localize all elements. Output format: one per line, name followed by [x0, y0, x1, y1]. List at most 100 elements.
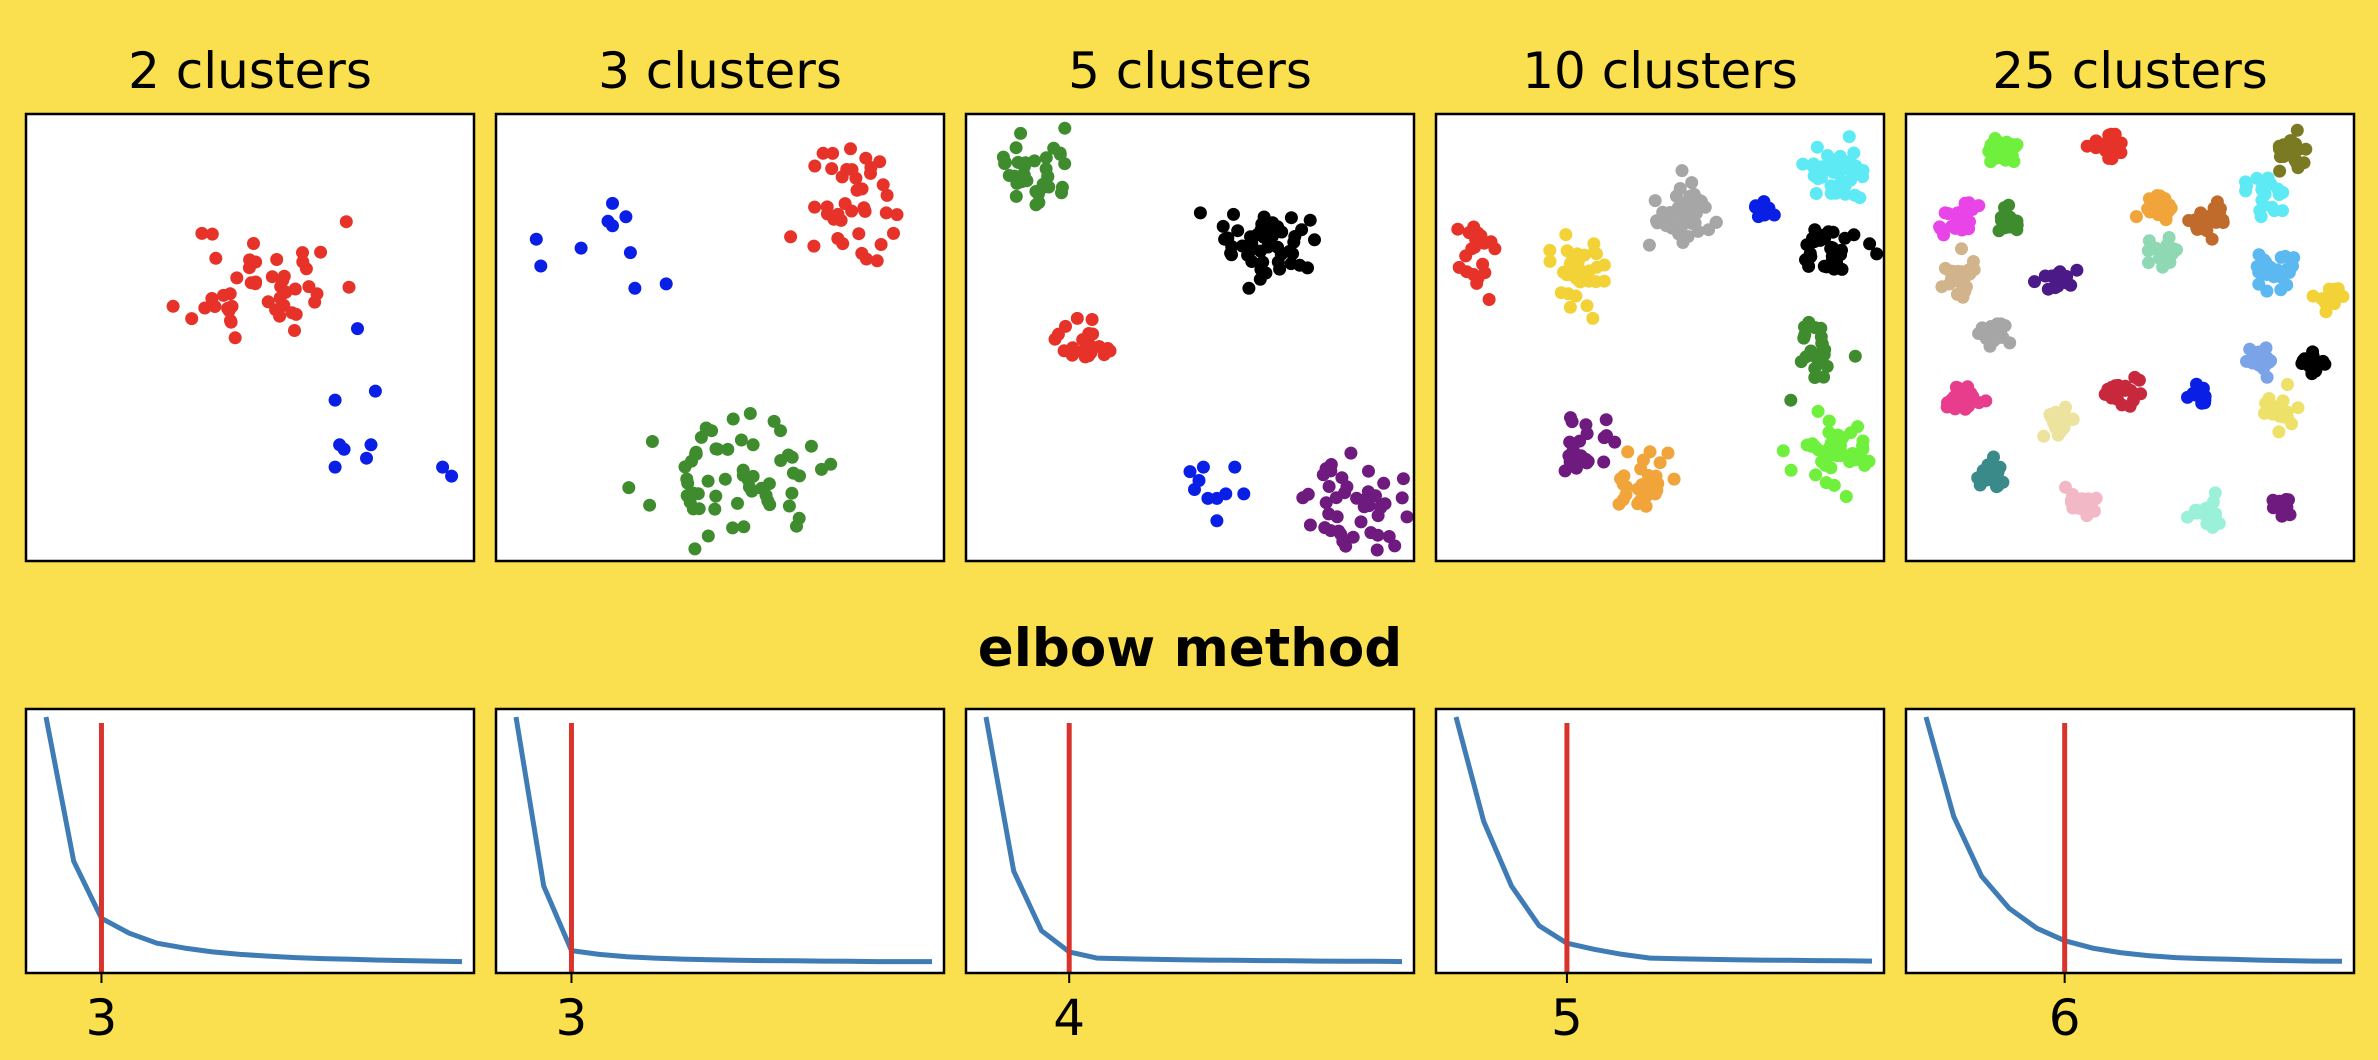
data-point-cluster-7	[1804, 344, 1818, 358]
data-point-cluster-6	[1808, 223, 1822, 237]
scatter-points	[1933, 123, 2350, 534]
data-point-cluster-3	[1675, 164, 1689, 178]
data-point-cluster-2	[1242, 281, 1256, 295]
plot-area	[26, 709, 474, 973]
data-point-cluster-3	[1059, 319, 1072, 333]
data-point-cluster-5	[2007, 213, 2021, 227]
data-point-cluster-9	[1955, 242, 1968, 256]
data-point-cluster-2	[1224, 246, 1238, 260]
data-point-cluster-10	[1800, 438, 1814, 452]
data-point-cluster-5	[1329, 491, 1343, 505]
data-point-cluster-3	[2290, 123, 2304, 137]
data-point-cluster-23	[2069, 496, 2082, 509]
data-point-cluster-9	[1966, 255, 1980, 268]
data-point-cluster-5	[1354, 515, 1368, 529]
data-point-cluster-2	[445, 469, 459, 483]
elbow-curve	[983, 716, 1403, 965]
data-point-cluster-2	[659, 277, 673, 291]
data-point-cluster-18	[2128, 370, 2142, 384]
scatter-points	[529, 142, 904, 556]
data-point-cluster-20	[2259, 396, 2273, 410]
scatter-panel-3	[964, 112, 1416, 563]
data-point-cluster-2	[2102, 128, 2116, 142]
data-point-cluster-1	[265, 270, 279, 284]
data-point-cluster-9	[1956, 277, 1970, 291]
data-point-cluster-7	[1797, 331, 1811, 345]
x-tick-label: 5	[1551, 989, 1583, 1047]
data-point-cluster-9	[1636, 481, 1650, 495]
data-point-cluster-9	[1955, 265, 1969, 279]
data-point-cluster-2	[1293, 258, 1307, 272]
data-point-cluster-6	[1825, 249, 1839, 263]
data-point-cluster-2	[1597, 258, 1611, 272]
data-point-cluster-3	[1065, 348, 1079, 362]
data-point-cluster-1	[1459, 249, 1473, 263]
data-point-cluster-7	[2216, 216, 2230, 229]
data-point-cluster-3	[1670, 204, 1684, 218]
panel-title-2: 3 clusters	[598, 42, 842, 100]
data-point-cluster-7	[2197, 222, 2211, 236]
data-point-cluster-2	[1221, 231, 1235, 245]
panel-frame	[1904, 112, 2356, 563]
data-point-cluster-12	[2271, 263, 2284, 277]
data-point-cluster-1	[1999, 153, 2013, 167]
data-point-cluster-12	[2287, 251, 2301, 265]
data-point-cluster-5	[1844, 165, 1858, 179]
data-point-cluster-2	[1587, 237, 1601, 251]
data-point-cluster-1	[845, 163, 859, 177]
data-point-cluster-10	[2053, 265, 2067, 279]
data-point-cluster-2	[1241, 247, 1255, 261]
data-point-cluster-1	[1055, 180, 1069, 194]
data-point-cluster-5	[1334, 527, 1348, 541]
data-point-cluster-11	[2149, 241, 2163, 255]
data-point-cluster-5	[1357, 500, 1371, 514]
data-point-cluster-5	[1994, 210, 2008, 224]
data-point-cluster-2	[529, 232, 543, 246]
data-point-cluster-7	[1848, 349, 1862, 363]
data-point-cluster-1	[852, 227, 866, 241]
data-point-cluster-3	[726, 412, 740, 426]
data-point-cluster-3	[731, 496, 744, 510]
data-point-cluster-6	[2159, 207, 2172, 221]
data-point-cluster-1	[879, 206, 893, 220]
data-point-cluster-23	[2080, 509, 2094, 523]
scatter-panel-4	[1434, 112, 1886, 563]
data-point-cluster-10	[1839, 490, 1853, 503]
data-point-cluster-17	[1949, 380, 1963, 394]
data-point-cluster-7	[2205, 232, 2219, 246]
data-point-cluster-3	[762, 477, 776, 491]
data-point-cluster-1	[826, 146, 840, 160]
data-point-cluster-2	[364, 438, 378, 452]
data-point-cluster-15	[2257, 362, 2270, 376]
data-point-cluster-3	[767, 414, 781, 428]
data-point-cluster-4	[1972, 199, 1986, 213]
data-point-cluster-21	[2058, 418, 2071, 432]
data-point-cluster-1	[1469, 229, 1483, 243]
data-point-cluster-1	[836, 237, 850, 251]
data-point-cluster-14	[1979, 332, 1993, 345]
data-point-cluster-2	[1580, 299, 1594, 313]
data-point-cluster-8	[2253, 204, 2267, 218]
data-point-cluster-1	[296, 246, 309, 260]
data-point-cluster-1	[996, 150, 1010, 164]
data-point-cluster-7	[1808, 362, 1822, 375]
scatter-points	[1451, 130, 1884, 513]
data-point-cluster-5	[1322, 507, 1336, 521]
data-point-cluster-5	[1324, 464, 1338, 478]
data-point-cluster-3	[721, 442, 735, 456]
data-point-cluster-3	[1685, 176, 1699, 190]
data-point-cluster-22	[1987, 472, 2000, 486]
data-point-cluster-5	[1303, 518, 1317, 532]
data-point-cluster-2	[606, 196, 619, 210]
data-point-cluster-5	[1842, 130, 1856, 144]
data-point-cluster-3	[1672, 227, 1686, 241]
data-point-cluster-1	[859, 151, 873, 165]
data-point-cluster-17	[1972, 396, 1986, 410]
data-point-cluster-13	[2319, 296, 2332, 310]
data-point-cluster-1	[1476, 257, 1490, 271]
data-point-cluster-8	[1565, 415, 1579, 429]
data-point-cluster-9	[1661, 446, 1675, 460]
data-point-cluster-2	[1275, 225, 1289, 239]
data-point-cluster-1	[808, 159, 822, 173]
data-point-cluster-25	[2266, 501, 2280, 515]
